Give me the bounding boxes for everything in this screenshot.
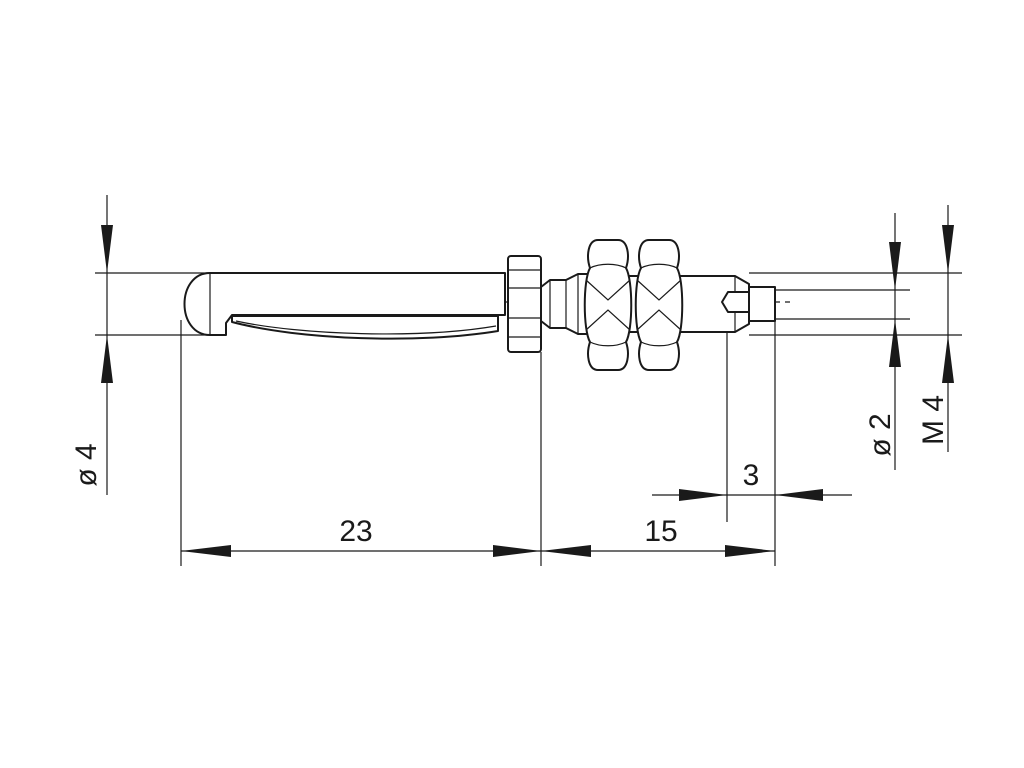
dim-length-pin: 23 [181, 515, 541, 557]
dim-length-thread: 15 [541, 515, 775, 557]
collar-flange [507, 255, 542, 353]
dim-label-diameter-tip: ø 2 [864, 413, 897, 456]
dim-thread-size: M 4 [917, 205, 954, 452]
dim-label-thread-size: M 4 [917, 395, 950, 445]
dim-length-tip: 3 [652, 459, 852, 501]
neck [540, 273, 591, 335]
dim-diameter-tip: ø 2 [864, 213, 901, 470]
dim-label-length-tip: 3 [743, 459, 760, 492]
dim-label-diameter-pin: ø 4 [70, 443, 103, 486]
hex-nut-2 [634, 239, 684, 371]
extension-lines [95, 272, 962, 566]
hex-nut-1 [583, 239, 633, 371]
dim-label-length-thread: 15 [644, 515, 677, 548]
plug-pin [183, 272, 506, 336]
dim-diameter-pin: ø 4 [70, 195, 113, 495]
pin-tip [721, 286, 776, 322]
dim-label-length-pin: 23 [339, 515, 372, 548]
